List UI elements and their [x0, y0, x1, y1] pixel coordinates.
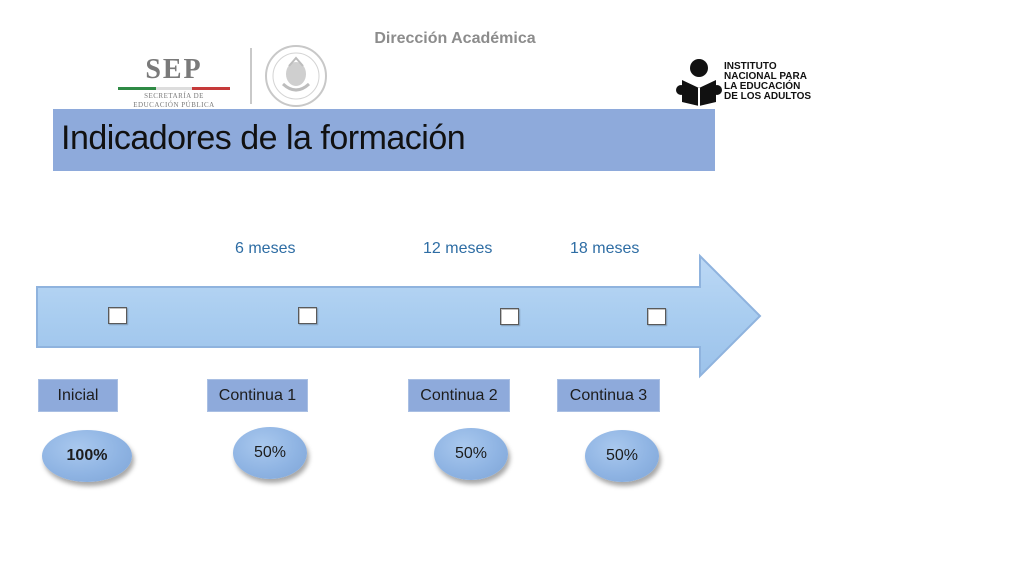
stage-box-continua-3: Continua 3 — [557, 379, 660, 412]
sep-acronym: SEP — [145, 54, 203, 85]
percentage-badge-inicial: 100% — [42, 430, 132, 482]
stage-box-continua-2: Continua 2 — [408, 379, 510, 412]
title-bar: Indicadores de la formación — [53, 109, 715, 171]
coat-of-arms-seal-icon — [265, 45, 327, 107]
stage-box-inicial: Inicial — [38, 379, 118, 412]
month-label-18: 18 meses — [570, 240, 640, 257]
month-label-6: 6 meses — [235, 240, 296, 257]
month-label-12: 12 meses — [423, 240, 493, 257]
inea-name: INSTITUTO NACIONAL PARA LA EDUCACIÓN DE … — [724, 61, 812, 102]
department-heading: Dirección Académica — [374, 30, 536, 47]
sep-logo: SEP SECRETARÍA DE EDUCACIÓN PÚBLICA — [112, 52, 242, 110]
milestone-checkbox[interactable] — [500, 308, 519, 325]
percentage-badge-continua-2: 50% — [434, 428, 508, 480]
milestone-checkbox[interactable] — [108, 307, 127, 324]
milestone-checkbox[interactable] — [647, 308, 666, 325]
sep-tricolor-line — [118, 87, 230, 90]
percentage-badge-continua-3: 50% — [585, 430, 659, 482]
logo-divider — [250, 48, 252, 104]
milestone-checkbox[interactable] — [298, 307, 317, 324]
inea-logo: INSTITUTO NACIONAL PARA LA EDUCACIÓN DE … — [676, 58, 836, 108]
reading-person-icon — [676, 59, 722, 106]
page-title: Indicadores de la formación — [61, 119, 466, 157]
sep-subtitle: SECRETARÍA DE EDUCACIÓN PÚBLICA — [133, 92, 215, 109]
stage-box-continua-1: Continua 1 — [207, 379, 308, 412]
percentage-badge-continua-1: 50% — [233, 427, 307, 479]
